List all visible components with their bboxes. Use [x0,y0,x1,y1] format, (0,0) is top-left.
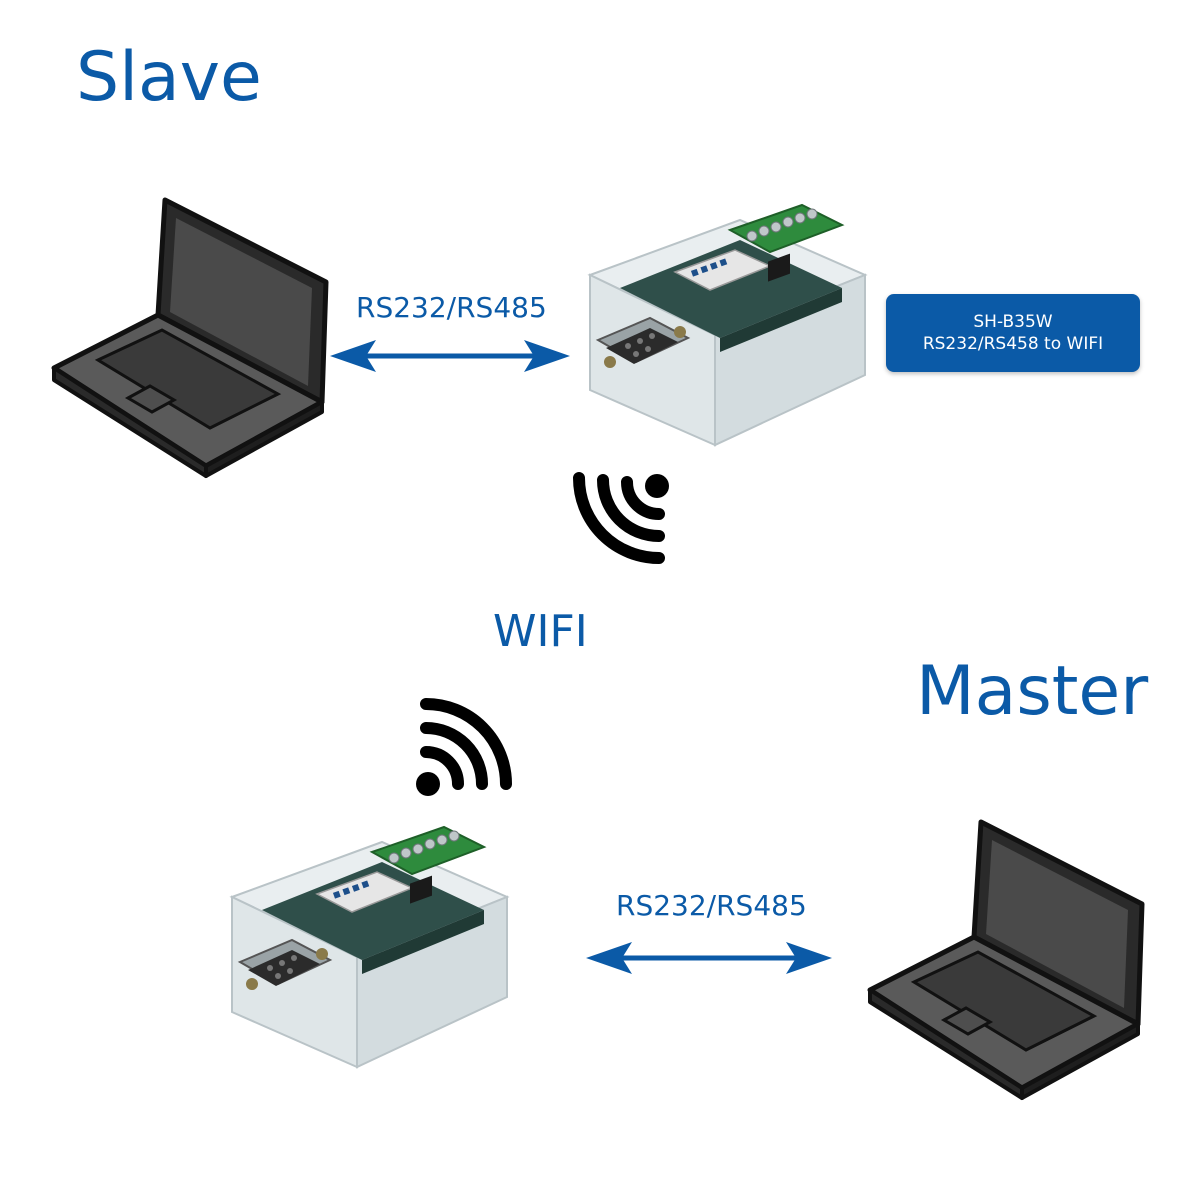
master-double-arrow [586,942,832,974]
master-wifi-signal-icon [416,698,512,796]
slave-link-label: RS232/RS485 [356,291,547,324]
product-description: RS232/RS458 to WIFI [922,334,1104,354]
product-badge: SH-B35W RS232/RS458 to WIFI [886,294,1140,372]
wifi-label: WIFI [493,606,588,657]
slave-wifi-signal-icon [573,472,669,564]
master-converter-device: ■ ■ ■ ■ [229,825,510,1069]
product-model: SH-B35W [973,312,1053,332]
slave-double-arrow [330,340,570,372]
master-heading: Master [916,652,1149,731]
slave-converter-device: ■ ■ ■ ■ [587,203,868,447]
master-laptop-icon [867,819,1145,1100]
master-link-label: RS232/RS485 [616,889,807,922]
slave-heading: Slave [76,38,262,117]
slave-laptop-icon [51,197,329,478]
